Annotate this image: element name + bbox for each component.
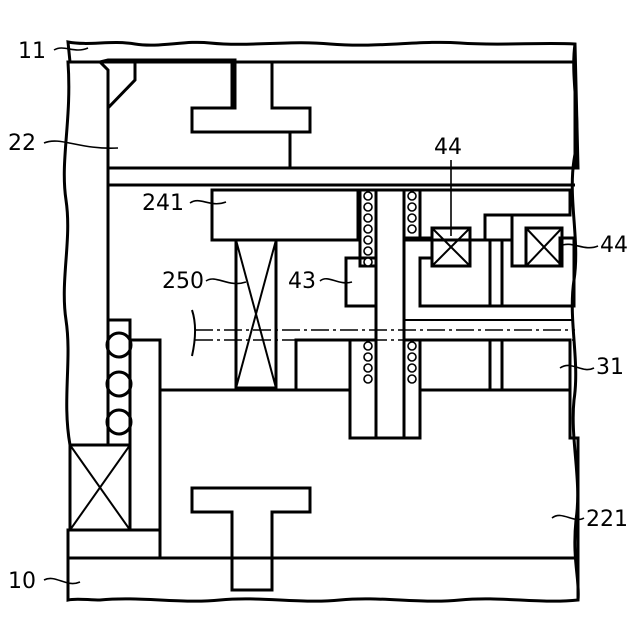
needle-ball [364, 258, 372, 266]
needle-ball [364, 247, 372, 255]
needle-ball [364, 203, 372, 211]
needle-ball [364, 192, 372, 200]
housing-bottom-10 [68, 558, 578, 601]
lower-body-221 [160, 390, 578, 590]
needle-ball [408, 342, 416, 350]
lower-left-block [68, 445, 160, 558]
needle-ball [364, 225, 372, 233]
center-axis [192, 310, 575, 356]
label-43: 43 [288, 269, 316, 294]
right-gear-block [404, 238, 574, 306]
needle-ball [364, 375, 372, 383]
lower-gear-31 [296, 340, 570, 390]
label-22: 22 [8, 131, 36, 156]
needle-ball [364, 353, 372, 361]
needle-ball [408, 353, 416, 361]
label-31: 31 [596, 355, 624, 380]
needle-ball [364, 214, 372, 222]
needle-ball [408, 225, 416, 233]
label-10: 10 [8, 569, 36, 594]
needle-ball [408, 203, 416, 211]
needle-ball [364, 364, 372, 372]
gear-plate-241 [212, 190, 570, 240]
label-44-left: 44 [434, 135, 462, 160]
label-11: 11 [18, 39, 46, 64]
label-44-right: 44 [600, 233, 628, 258]
reference-labels: 11 22 44 44 241 250 43 31 221 10 [8, 39, 628, 594]
needle-ball [408, 214, 416, 222]
label-221: 221 [586, 507, 628, 532]
needle-ball [364, 342, 372, 350]
housing-top-11 [68, 42, 578, 168]
left-ball-bearing [107, 320, 160, 530]
bearing-44-right [526, 228, 562, 266]
needle-bearings [364, 192, 416, 383]
label-241: 241 [142, 191, 184, 216]
needle-ball [364, 236, 372, 244]
label-250: 250 [162, 269, 204, 294]
left-wall [64, 62, 108, 445]
needle-ball [408, 364, 416, 372]
roller-250 [236, 240, 276, 388]
needle-ball [408, 375, 416, 383]
needle-ball [408, 192, 416, 200]
